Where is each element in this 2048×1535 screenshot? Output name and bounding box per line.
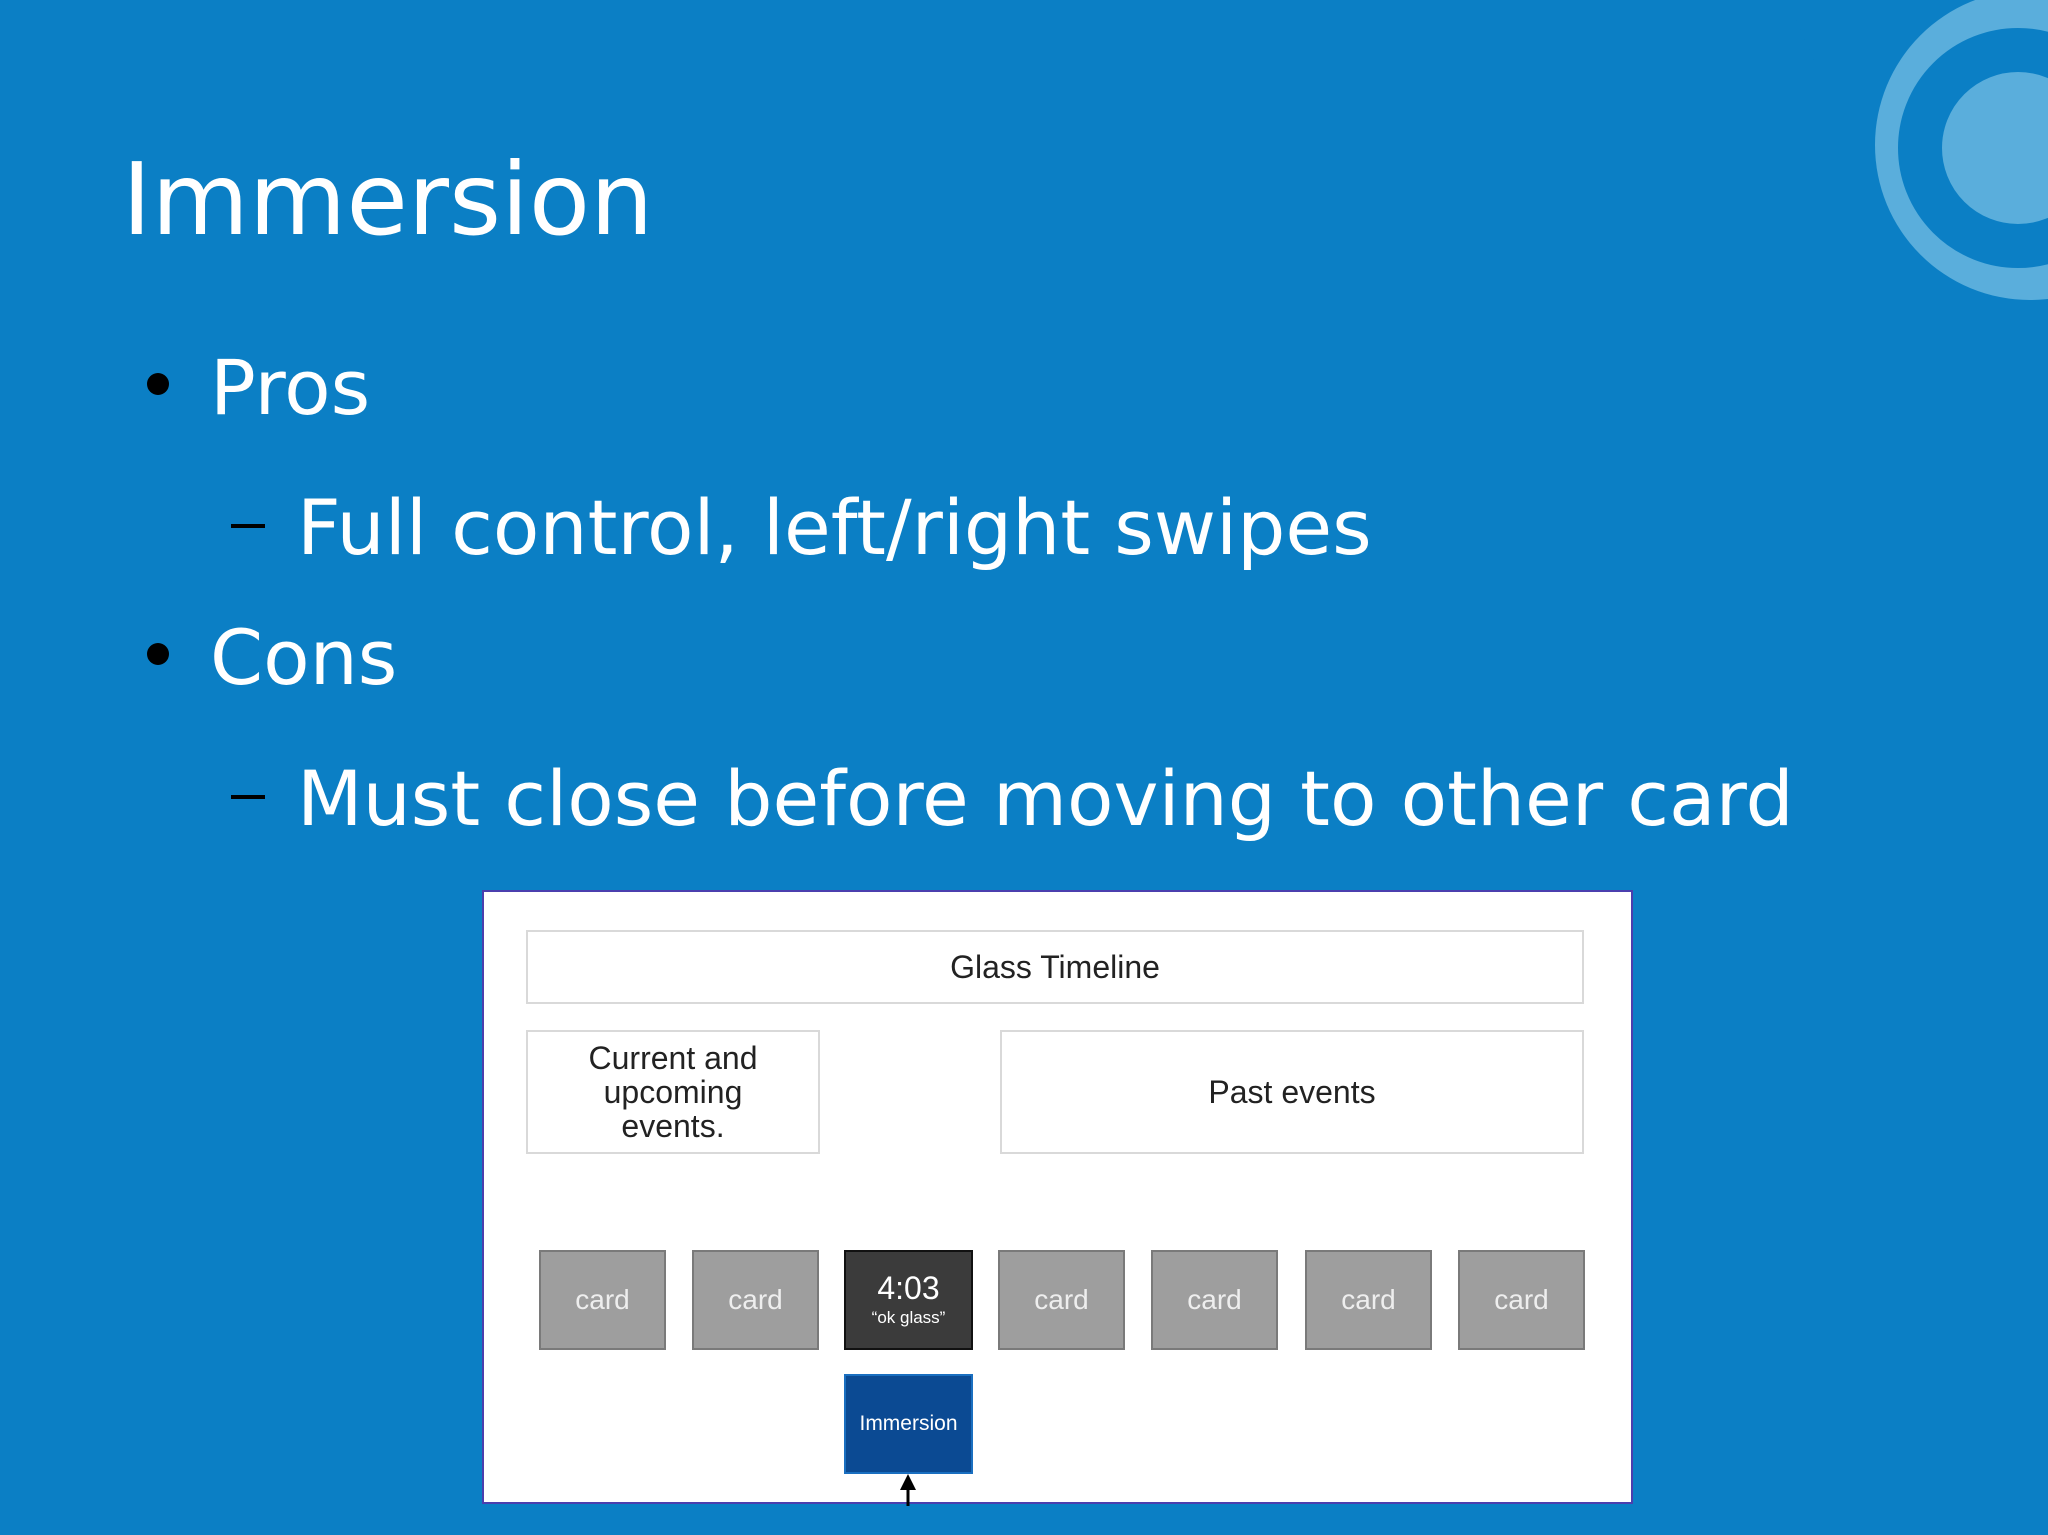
sub-bullet-dash — [231, 524, 265, 528]
timeline-card: card — [1305, 1250, 1432, 1350]
clock-time: 4:03 — [877, 1270, 940, 1306]
timeline-card: card — [998, 1250, 1125, 1350]
bullet-dot — [147, 643, 169, 665]
clock-subtitle: “ok glass” — [871, 1308, 946, 1327]
current-label-line: upcoming — [603, 1074, 743, 1110]
immersion-box: Immersion — [844, 1374, 973, 1474]
glass-timeline-diagram: Glass Timeline Current and upcoming even… — [482, 890, 1633, 1506]
past-events-box: Past events — [1000, 1030, 1584, 1154]
timeline-card: card — [1458, 1250, 1585, 1350]
slide-title: Immersion — [122, 141, 654, 258]
sub-bullet-dash — [231, 795, 265, 799]
current-label-line: events. — [621, 1108, 725, 1144]
timeline-card: card — [539, 1250, 666, 1350]
ten-logo-icon — [1796, 0, 2048, 300]
bullet-dot — [147, 373, 169, 395]
timeline-card: card — [692, 1250, 819, 1350]
past-events-label: Past events — [1208, 1073, 1376, 1110]
current-events-box: Current and upcoming events. — [526, 1030, 820, 1154]
clock-card: 4:03 “ok glass” — [844, 1250, 973, 1350]
timeline-bar: Glass Timeline — [526, 930, 1584, 1004]
bullet-pros: Pros — [210, 343, 371, 432]
up-arrow-icon — [900, 1474, 916, 1506]
bullet-cons: Cons — [210, 613, 398, 702]
sub-bullet-pros: Full control, left/right swipes — [297, 483, 1372, 572]
sub-bullet-cons: Must close before moving to other card — [297, 754, 1794, 843]
timeline-card: card — [1151, 1250, 1278, 1350]
timeline-label: Glass Timeline — [950, 948, 1160, 985]
immersion-label: Immersion — [859, 1412, 958, 1435]
current-label-line: Current and — [588, 1040, 758, 1076]
